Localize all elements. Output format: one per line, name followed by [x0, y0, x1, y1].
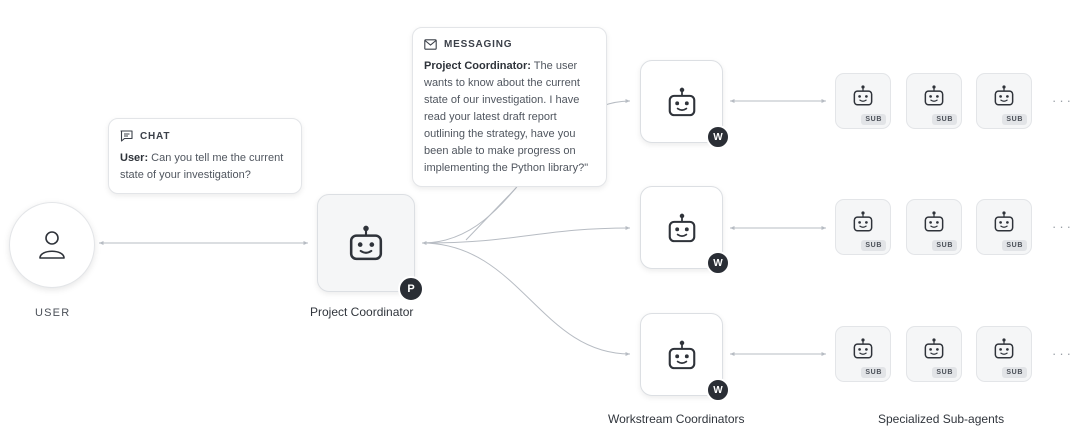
- sub-tag: SUB: [861, 114, 886, 125]
- sub-agent-node[interactable]: SUB: [835, 73, 891, 129]
- project-coordinator-label: Project Coordinator: [310, 305, 414, 319]
- sub-agent-node[interactable]: SUB: [906, 73, 962, 129]
- chat-header: CHAT: [140, 130, 171, 142]
- workstream-badge: W: [706, 251, 730, 275]
- chat-message: User: Can you tell me the current state …: [120, 150, 290, 184]
- person-icon: [39, 231, 65, 259]
- robot-icon: [853, 85, 873, 106]
- sub-agent-node[interactable]: SUB: [906, 199, 962, 255]
- user-label: USER: [35, 307, 71, 319]
- chat-speaker: User:: [120, 152, 149, 164]
- workstream-badge: W: [706, 125, 730, 149]
- coordinator-badge: P: [398, 276, 424, 302]
- sub-agent-node[interactable]: SUB: [835, 199, 891, 255]
- robot-icon: [853, 338, 873, 359]
- workstream-coordinators-label: Workstream Coordinators: [608, 412, 745, 426]
- sub-tag: SUB: [932, 114, 957, 125]
- robot-icon: [668, 87, 695, 116]
- sub-agent-node[interactable]: SUB: [835, 326, 891, 382]
- more-sub-agents-ellipsis: ···: [1052, 346, 1074, 361]
- project-coordinator-node[interactable]: [317, 194, 415, 292]
- robot-icon: [994, 338, 1014, 359]
- robot-icon: [349, 225, 383, 261]
- chat-bubble-icon: [120, 130, 133, 142]
- robot-icon: [924, 85, 944, 106]
- messaging-message: Project Coordinator: The user wants to k…: [424, 58, 595, 177]
- messaging-speaker: Project Coordinator:: [424, 60, 531, 72]
- sub-agent-node[interactable]: SUB: [976, 73, 1032, 129]
- coordinator-to-ws3: [421, 242, 631, 356]
- more-sub-agents-ellipsis: ···: [1052, 93, 1074, 108]
- sub-tag: SUB: [861, 240, 886, 251]
- workstream-coordinator-node[interactable]: [640, 313, 723, 396]
- sub-agent-node[interactable]: SUB: [976, 199, 1032, 255]
- sub-tag: SUB: [932, 367, 957, 378]
- sub-agents-label: Specialized Sub-agents: [878, 412, 1005, 426]
- more-sub-agents-ellipsis: ···: [1052, 219, 1074, 234]
- chat-text: Can you tell me the current state of you…: [120, 152, 284, 181]
- robot-icon: [994, 211, 1014, 232]
- envelope-icon: [424, 39, 437, 50]
- robot-icon: [924, 338, 944, 359]
- sub-agent-node[interactable]: SUB: [906, 326, 962, 382]
- robot-icon: [853, 211, 873, 232]
- messaging-header: MESSAGING: [444, 39, 513, 50]
- user-node[interactable]: [9, 202, 95, 288]
- sub-tag: SUB: [932, 240, 957, 251]
- messaging-text: The user wants to know about the current…: [424, 60, 589, 174]
- robot-icon: [668, 340, 695, 369]
- coordinator-to-ws2: [421, 226, 631, 244]
- chat-card: CHAT User: Can you tell me the current s…: [108, 118, 302, 194]
- sub-tag: SUB: [1002, 240, 1027, 251]
- workstream-badge: W: [706, 378, 730, 402]
- robot-icon: [924, 211, 944, 232]
- sub-tag: SUB: [861, 367, 886, 378]
- sub-tag: SUB: [1002, 367, 1027, 378]
- messaging-card: MESSAGING Project Coordinator: The user …: [412, 27, 607, 187]
- robot-icon: [668, 213, 695, 242]
- sub-tag: SUB: [1002, 114, 1027, 125]
- robot-icon: [994, 85, 1014, 106]
- sub-agent-node[interactable]: SUB: [976, 326, 1032, 382]
